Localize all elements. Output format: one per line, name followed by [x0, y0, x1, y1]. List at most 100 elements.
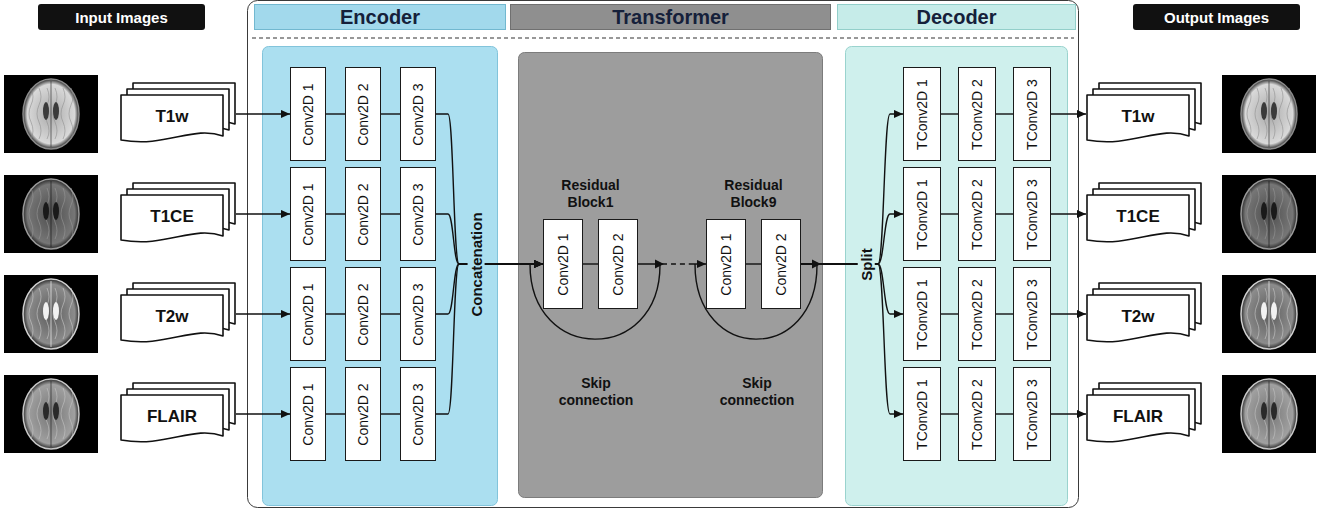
layer-name: Conv2D 3 — [410, 183, 427, 245]
layer-name: Conv2D 1 — [300, 83, 317, 145]
document-page — [121, 195, 223, 242]
layer-name: Conv2D 2 — [355, 283, 372, 345]
layer-name: Conv2D 2 — [355, 83, 372, 145]
panel-body — [846, 47, 1068, 506]
layer-name: Conv2D 3 — [410, 283, 427, 345]
brain-ventricle — [53, 302, 59, 320]
layer-box: TConv2D 1 — [903, 367, 941, 461]
flow-arrow — [436, 214, 543, 264]
layer-name: Conv2D 2 — [773, 233, 790, 295]
brain-midline — [51, 81, 52, 147]
brain-fold — [1279, 288, 1283, 339]
skip-label: Skip connection — [548, 375, 644, 409]
layer-name: Conv2D 1 — [300, 283, 317, 345]
brain-fold — [29, 288, 33, 339]
brain-slice — [23, 379, 79, 449]
brain-ventricle — [1271, 202, 1277, 220]
layer-name: TConv2D 2 — [968, 79, 985, 150]
panel-body — [263, 47, 498, 506]
layer-box: Conv2D 2 — [598, 219, 638, 309]
layer-box: Conv2D 1 — [290, 167, 326, 261]
flow-line — [941, 213, 958, 214]
layer-box: TConv2D 2 — [958, 67, 996, 161]
brain-midline — [51, 281, 52, 347]
block-label: Residual Block1 — [543, 177, 639, 211]
layer-box: TConv2D 2 — [958, 367, 996, 461]
layer-box: Conv2D 2 — [345, 67, 381, 161]
brain-ventricle — [1271, 102, 1277, 120]
label-holder: Skip connection — [709, 375, 805, 409]
layer-name: Conv2D 1 — [718, 233, 735, 295]
panel-header: Decoder — [837, 4, 1076, 30]
flow-arrow — [236, 113, 290, 114]
panel-header: Transformer — [510, 4, 831, 30]
brain-fold — [1287, 88, 1291, 139]
flow-line — [996, 313, 1013, 314]
layer-box: Conv2D 1 — [290, 67, 326, 161]
document-page — [1087, 395, 1189, 442]
label-holder: Residual Block9 — [706, 177, 802, 211]
mri-background — [4, 75, 98, 153]
pill-title: Output Images — [1164, 9, 1269, 26]
mri-background — [4, 175, 98, 253]
mri-background — [1222, 275, 1316, 353]
brain-slice — [1241, 279, 1297, 349]
brain-fold — [69, 288, 73, 339]
layer-box: TConv2D 1 — [903, 267, 941, 361]
layer-box: Conv2D 2 — [345, 167, 381, 261]
brain-midline — [1269, 181, 1270, 247]
brain-fold — [1279, 388, 1283, 439]
title-pill: Output Images — [1133, 4, 1300, 30]
brain-slice — [23, 179, 79, 249]
document-page — [121, 295, 223, 342]
brain-fold — [37, 288, 41, 339]
brain-midline — [51, 181, 52, 247]
brain-ventricle — [1271, 402, 1277, 420]
layer-box: Conv2D 1 — [290, 267, 326, 361]
brain-fold — [37, 388, 41, 439]
brain-fold — [29, 88, 33, 139]
mri-image — [1222, 275, 1316, 353]
brain-fold — [1279, 188, 1283, 239]
layer-box: Conv2D 3 — [400, 167, 436, 261]
flow-arrow — [801, 214, 903, 264]
brain-ventricle — [1261, 202, 1267, 220]
flow-arrow — [638, 263, 706, 264]
modality-name: T1w — [1121, 107, 1154, 127]
brain-midline — [1269, 81, 1270, 147]
flow-arrow — [801, 114, 903, 264]
brain-midline — [1269, 281, 1270, 347]
layer-box: TConv2D 1 — [903, 167, 941, 261]
flow-arrow — [1051, 213, 1086, 214]
layer-name: TConv2D 2 — [968, 279, 985, 350]
modality-name: FLAIR — [1113, 407, 1163, 427]
image-stack: FLAIR — [1086, 382, 1202, 446]
image-stack: T1CE — [120, 182, 236, 246]
brain-ventricle — [53, 202, 59, 220]
label-holder: Concatenation — [421, 256, 531, 273]
mri-image — [1222, 75, 1316, 153]
layer-name: TConv2D 1 — [913, 379, 930, 450]
brain-fold — [1255, 188, 1259, 239]
brain-fold — [29, 388, 33, 439]
layer-box: Conv2D 1 — [290, 367, 326, 461]
brain-fold — [1255, 88, 1259, 139]
document-page — [1087, 195, 1189, 242]
title-pill: Input Images — [38, 4, 205, 30]
brain-slice — [1241, 179, 1297, 249]
flow-arrow — [236, 213, 290, 214]
layer-name: Conv2D 2 — [355, 383, 372, 445]
layer-box: Conv2D 2 — [345, 367, 381, 461]
block-label: Residual Block9 — [706, 177, 802, 211]
brain-ventricle — [43, 202, 49, 220]
brain-ventricle — [1261, 102, 1267, 120]
layer-name: Conv2D 2 — [610, 233, 627, 295]
layer-box: TConv2D 1 — [903, 67, 941, 161]
brain-ventricle — [53, 102, 59, 120]
brain-fold — [61, 388, 65, 439]
layer-box: Conv2D 2 — [761, 219, 801, 309]
image-stack: T2w — [1086, 282, 1202, 346]
mri-image — [4, 275, 98, 353]
brain-midline — [1269, 381, 1270, 447]
brain-fold — [61, 188, 65, 239]
